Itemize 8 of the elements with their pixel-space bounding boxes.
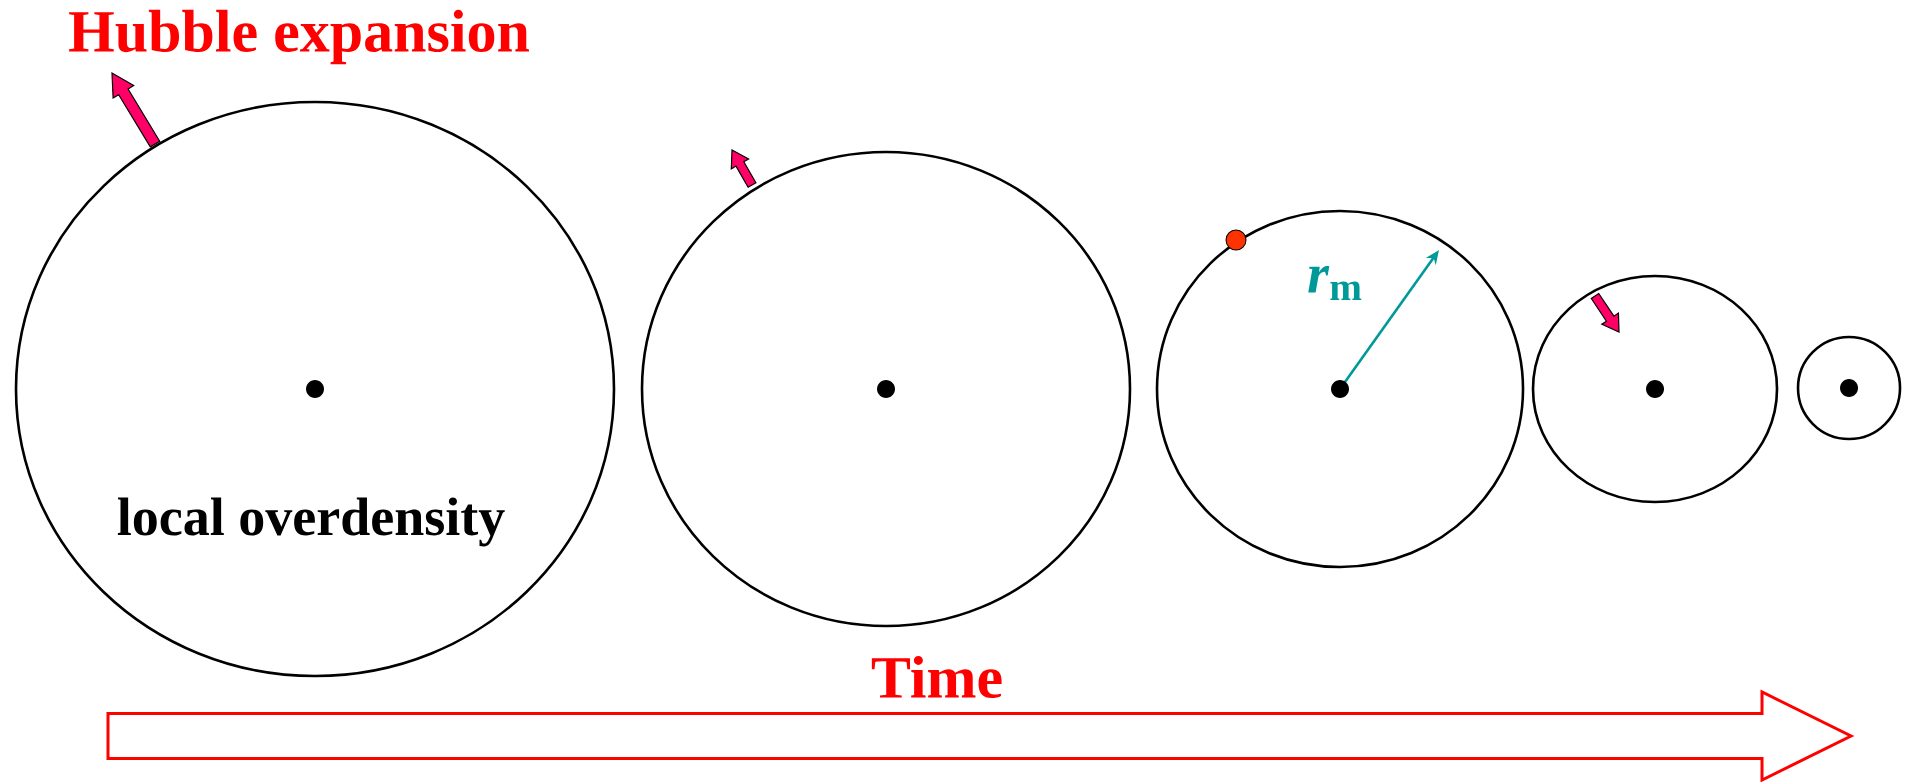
circle bbox=[640, 150, 1132, 628]
time-label: Time bbox=[871, 655, 1002, 699]
circle bbox=[1155, 209, 1525, 569]
circle bbox=[1531, 274, 1779, 504]
heading: Hubble expansion bbox=[69, 9, 529, 65]
circle-text: local overdensity bbox=[117, 497, 505, 547]
radius-label: r$_{m}$ bbox=[1308, 266, 1362, 300]
circle bbox=[1796, 335, 1902, 441]
